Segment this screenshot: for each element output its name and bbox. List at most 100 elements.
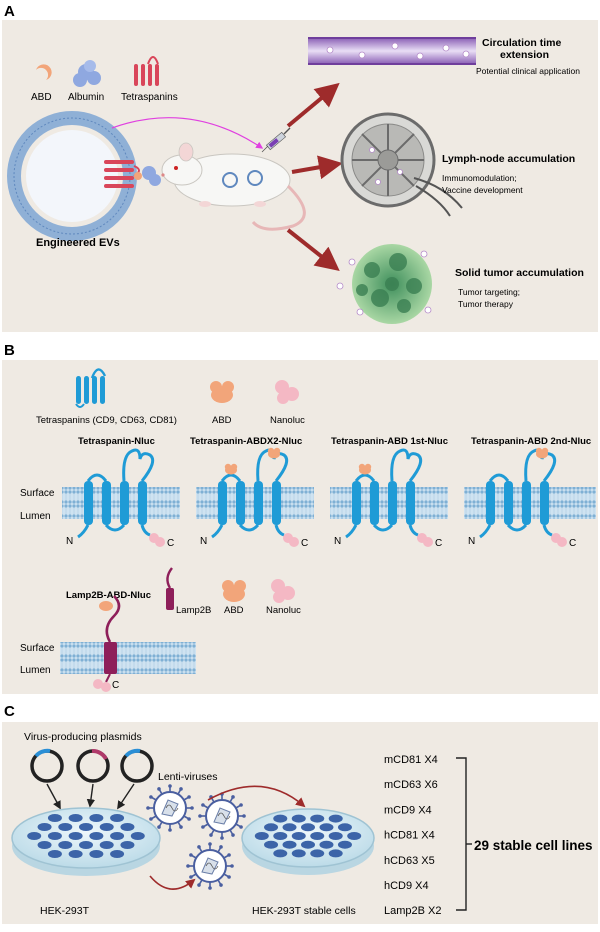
lentivirus-icons: [146, 784, 246, 890]
cell: [130, 832, 145, 840]
plasmid-icons: [30, 748, 154, 783]
legend-tetraspanins-b: Tetraspanins (CD9, CD63, CD81): [36, 415, 177, 426]
c-terminus-label: C: [569, 538, 576, 549]
construct-4-title: Tetraspanin-ABD 2nd-Nluc: [471, 436, 591, 447]
cell: [291, 849, 306, 858]
cell: [79, 823, 93, 831]
hek-label: HEK-293T: [40, 905, 90, 917]
cell: [273, 832, 288, 840]
plasmids-label: Virus-producing plasmids: [24, 731, 142, 743]
c-terminus-label: C: [301, 538, 308, 549]
mouse-illustration: [161, 142, 306, 231]
n-terminus-label: N: [334, 536, 341, 547]
abd-insert: [358, 463, 372, 475]
hek-stable-label: HEK-293T stable cells: [252, 905, 356, 917]
cell: [27, 832, 42, 840]
construct-1-title: Tetraspanin-Nluc: [78, 436, 155, 447]
bracket: [456, 757, 467, 911]
cell: [37, 841, 52, 849]
c-terminus-label: C: [167, 538, 174, 549]
cell: [120, 823, 135, 831]
cell: [58, 841, 73, 849]
surface-label-lamp: Surface: [20, 643, 55, 654]
lamp2b-protein: [93, 595, 121, 692]
cell: [99, 823, 114, 831]
cell: [58, 823, 73, 831]
c-terminus-label: C: [435, 538, 442, 549]
legend-abd: ABD: [31, 92, 52, 103]
injection-arrow: [111, 117, 264, 149]
legend-tetraspanins: Tetraspanins: [121, 92, 178, 103]
cell: [273, 814, 288, 823]
nanoluc-tag: [283, 533, 299, 547]
cell-line-item: mCD63 X6: [384, 779, 438, 791]
arrow-to-lymph-node: [291, 155, 343, 180]
cell: [328, 832, 343, 840]
outcome-2-desc: Immunomodulation;: [442, 173, 517, 183]
abd-icon: [36, 64, 52, 80]
cell: [79, 841, 93, 849]
cell: [37, 823, 52, 831]
arrow-to-circulation: [286, 82, 340, 128]
cell: [110, 814, 125, 822]
abd-legend-icon-2: [222, 580, 246, 602]
lumen-label: Lumen: [20, 511, 51, 522]
cell: [310, 814, 325, 823]
n-terminus-label: N: [200, 536, 207, 547]
arrow-to-tumor: [286, 228, 340, 271]
outcome-2-title: Lymph-node accumulation: [442, 153, 575, 165]
panel-b-background: [2, 360, 598, 694]
cell: [68, 832, 83, 840]
cell: [273, 849, 288, 858]
plasmid-arrow-1: [46, 783, 61, 810]
surface-label: Surface: [20, 488, 55, 499]
cell: [68, 814, 83, 822]
construct-3-title: Tetraspanin-ABD 1st-Nluc: [331, 436, 448, 447]
cell: [337, 823, 352, 832]
outcome-2-desc-2: Vaccine development: [442, 185, 523, 195]
cell: [264, 823, 279, 832]
cell: [319, 840, 334, 849]
panel-c-letter: C: [4, 703, 15, 720]
plasmid-arrow-3: [117, 783, 135, 810]
cell: [319, 823, 334, 832]
membrane-lamp: [60, 642, 196, 674]
lamp2b-legend-icon: [166, 567, 174, 610]
hek-stable-cells: [254, 814, 362, 858]
cell: [291, 832, 306, 840]
cell: [99, 841, 114, 849]
cell: [89, 832, 104, 840]
panel-c: C Virus-producing plasmids HEK-293T Lent…: [2, 703, 598, 924]
total-cell-lines: 29 stable cell lines: [474, 838, 593, 853]
cell: [310, 849, 325, 858]
outcome-1-desc: Potential clinical application: [476, 66, 580, 76]
nanoluc-legend-icon: [275, 380, 299, 404]
cell: [264, 840, 279, 849]
nanoluc-tag: [417, 533, 433, 547]
cell: [254, 832, 269, 840]
nanoluc-tag: [149, 533, 165, 547]
abd-insert: [224, 463, 238, 475]
cell: [47, 850, 62, 858]
panel-b: B Tetraspanins (CD9, CD63, CD81) ABD Nan…: [2, 342, 598, 694]
tumor-illustration: [336, 244, 432, 324]
cell-line-item: hCD63 X5: [384, 855, 435, 867]
cell: [110, 832, 125, 840]
cell: [328, 849, 343, 858]
cell-line-item: mCD81 X4: [384, 754, 438, 766]
cell-line-item: Lamp2B X2: [384, 905, 441, 917]
abd-insert: [535, 447, 549, 459]
cell: [110, 850, 125, 858]
cell-line-item: hCD81 X4: [384, 830, 435, 842]
cell: [282, 823, 297, 832]
albumin-icon: [73, 60, 101, 87]
cell: [47, 832, 62, 840]
arrow-to-stable: [207, 785, 306, 808]
legend-abd-lamp: ABD: [224, 605, 244, 616]
hek-stable-dish: [241, 808, 375, 875]
legend-albumin: Albumin: [68, 92, 104, 103]
blood-vessel-illustration: [308, 37, 476, 65]
